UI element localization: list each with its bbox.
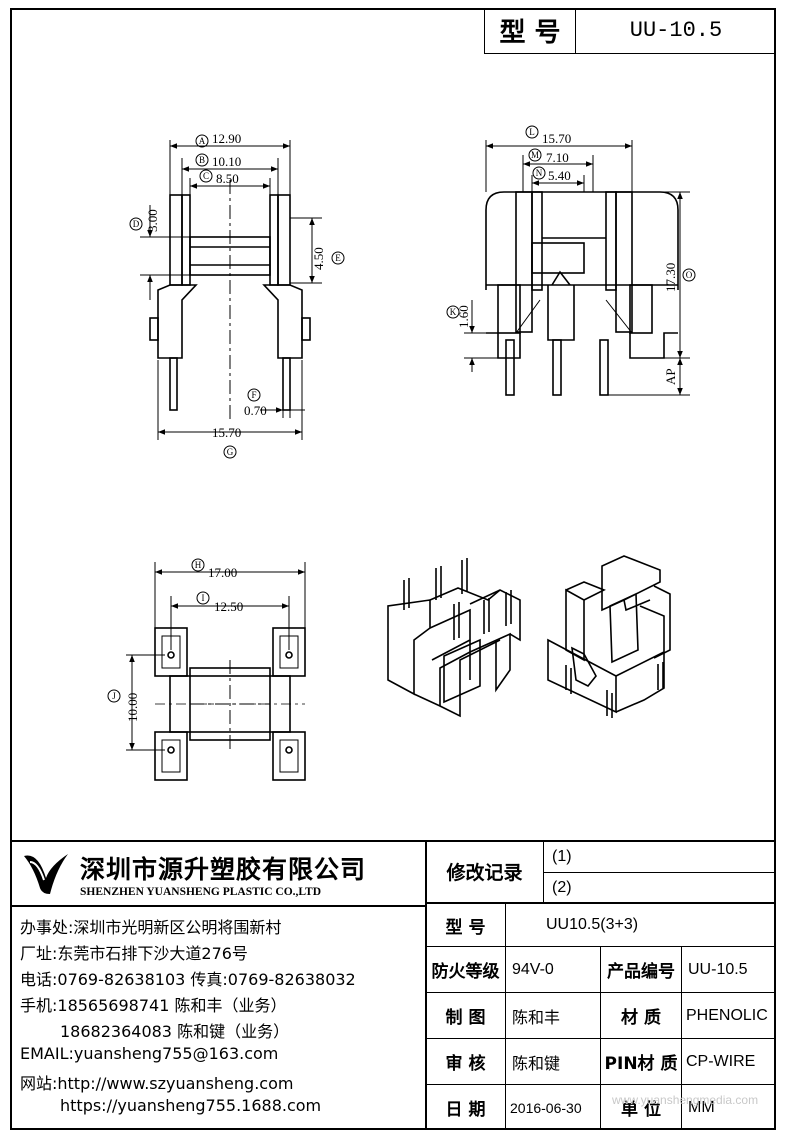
material-label-cell: 材 质	[600, 992, 682, 1039]
circle-O: O	[686, 270, 693, 280]
isometric-view-pins-down	[547, 555, 671, 718]
circle-F: F	[251, 390, 256, 400]
circle-H: H	[195, 560, 202, 570]
model-label-cell: 型 号	[426, 903, 506, 947]
model-value-cell: UU10.5(3+3)	[505, 903, 776, 947]
dim-O-value: 17.30	[663, 263, 678, 292]
dim-I-value: 12.50	[214, 599, 243, 614]
title-model-label-cell: 型 号	[484, 8, 576, 54]
company-email: EMAIL:yuansheng755@163.com	[20, 1044, 279, 1063]
dim-M-value: 7.10	[546, 150, 569, 165]
pin-label-cell: PIN材 质	[600, 1038, 682, 1085]
revision-label: 修改记录	[446, 862, 523, 884]
date-label: 日 期	[445, 1100, 486, 1120]
material-value-cell: PHENOLIC	[681, 992, 776, 1039]
unit-value: MM	[688, 1098, 715, 1116]
unit-label-cell: 单 位	[600, 1084, 682, 1130]
isometric-view-pins-up	[387, 558, 521, 718]
circle-E: E	[335, 253, 341, 263]
fire-label-cell: 防火等级	[426, 946, 506, 993]
company-mobile-2: 18682364083 陈和键（业务）	[60, 1022, 290, 1041]
check-value: 陈和键	[512, 1055, 561, 1073]
company-website-1: 网站:http://www.szyuansheng.com	[20, 1074, 294, 1093]
dim-J-value: 10.00	[125, 693, 140, 722]
technical-drawing: 12.90 10.10 8.50 3.00 4.50 0.70 15.70 15…	[107, 125, 696, 781]
dim-E-value: 4.50	[311, 247, 326, 270]
drawing-frame	[10, 8, 776, 1130]
drawn-label: 制 图	[445, 1008, 486, 1028]
circle-K: K	[450, 307, 457, 317]
dim-A-value: 12.90	[212, 131, 241, 146]
side-view	[446, 125, 696, 396]
circle-L: L	[529, 127, 535, 137]
check-label: 审 核	[445, 1054, 486, 1074]
dim-C-value: 8.50	[216, 171, 239, 186]
product-no-label-cell: 产品编号	[600, 946, 682, 993]
circle-B: B	[199, 155, 205, 165]
circle-C: C	[203, 171, 209, 181]
circle-N: N	[536, 168, 543, 178]
fire-value-cell: 94V-0	[505, 946, 601, 993]
dim-H-value: 17.00	[208, 565, 237, 580]
circle-A: A	[199, 136, 206, 146]
pin-value: CP-WIRE	[686, 1052, 756, 1070]
company-name-en: SHENZHEN YUANSHENG PLASTIC CO.,LTD	[80, 886, 322, 898]
title-model-label: 型 号	[499, 18, 561, 48]
revision-1-cell: (1)	[543, 841, 776, 873]
pin-label: PIN材 质	[604, 1054, 678, 1074]
check-value-cell: 陈和键	[505, 1038, 601, 1085]
circle-G: G	[227, 447, 234, 457]
dim-AP-value: AP	[663, 368, 678, 385]
pin-value-cell: CP-WIRE	[681, 1038, 776, 1085]
company-office: 办事处:深圳市光明新区公明将围新村	[20, 918, 282, 937]
revision-1: (1)	[552, 847, 572, 865]
drawn-label-cell: 制 图	[426, 992, 506, 1039]
dim-B-value: 10.10	[212, 154, 241, 169]
model-value: UU10.5(3+3)	[546, 916, 639, 933]
unit-label: 单 位	[621, 1100, 661, 1120]
front-view	[129, 134, 345, 459]
dim-L-value: 15.70	[542, 131, 571, 146]
company-logo	[24, 854, 68, 894]
dim-N-value: 5.40	[548, 168, 571, 183]
revision-2: (2)	[552, 878, 572, 896]
dim-K-value: 1.60	[456, 305, 471, 328]
date-value-cell: 2016-06-30	[505, 1084, 601, 1130]
circle-D: D	[133, 219, 140, 229]
revision-2-cell: (2)	[543, 872, 776, 903]
company-mobile-1: 手机:18565698741 陈和丰（业务）	[20, 996, 287, 1015]
product-no-value-cell: UU-10.5	[681, 946, 776, 993]
title-model-value: UU-10.5	[629, 18, 723, 43]
company-spec-divider	[425, 840, 427, 1130]
fire-label: 防火等级	[431, 962, 500, 982]
material-value: PHENOLIC	[686, 1006, 768, 1024]
bottom-view	[107, 558, 306, 781]
company-website-2: https://yuansheng755.1688.com	[60, 1096, 322, 1115]
unit-value-cell: MM	[681, 1084, 776, 1130]
date-value: 2016-06-30	[510, 1099, 582, 1116]
company-factory: 厂址:东莞市石排下沙大道276号	[20, 944, 248, 963]
material-label: 材 质	[621, 1008, 661, 1028]
dim-G-value: 15.70	[212, 425, 241, 440]
company-phone-fax: 电话:0769-82638103 传真:0769-82638032	[20, 970, 356, 989]
circle-I: I	[202, 593, 205, 603]
company-info-divider	[10, 905, 426, 907]
dim-F-value: 0.70	[244, 403, 267, 418]
drawn-value: 陈和丰	[512, 1009, 561, 1027]
product-no-value: UU-10.5	[688, 960, 748, 978]
circle-M: M	[531, 150, 539, 160]
check-label-cell: 审 核	[426, 1038, 506, 1085]
fire-value: 94V-0	[512, 960, 554, 978]
product-no-label: 产品编号	[607, 962, 675, 982]
drawn-value-cell: 陈和丰	[505, 992, 601, 1039]
watermark: www.yuanshengmedia.com	[612, 1093, 759, 1107]
revision-label-cell: 修改记录	[426, 841, 544, 903]
date-label-cell: 日 期	[426, 1084, 506, 1130]
dim-D-value: 3.00	[145, 209, 160, 232]
circle-J: J	[112, 691, 116, 701]
company-name-cn: 深圳市源升塑胶有限公司	[80, 855, 367, 884]
title-model-value-cell: UU-10.5	[575, 8, 776, 54]
bottom-block-divider	[10, 840, 776, 842]
model-label: 型 号	[445, 917, 486, 938]
